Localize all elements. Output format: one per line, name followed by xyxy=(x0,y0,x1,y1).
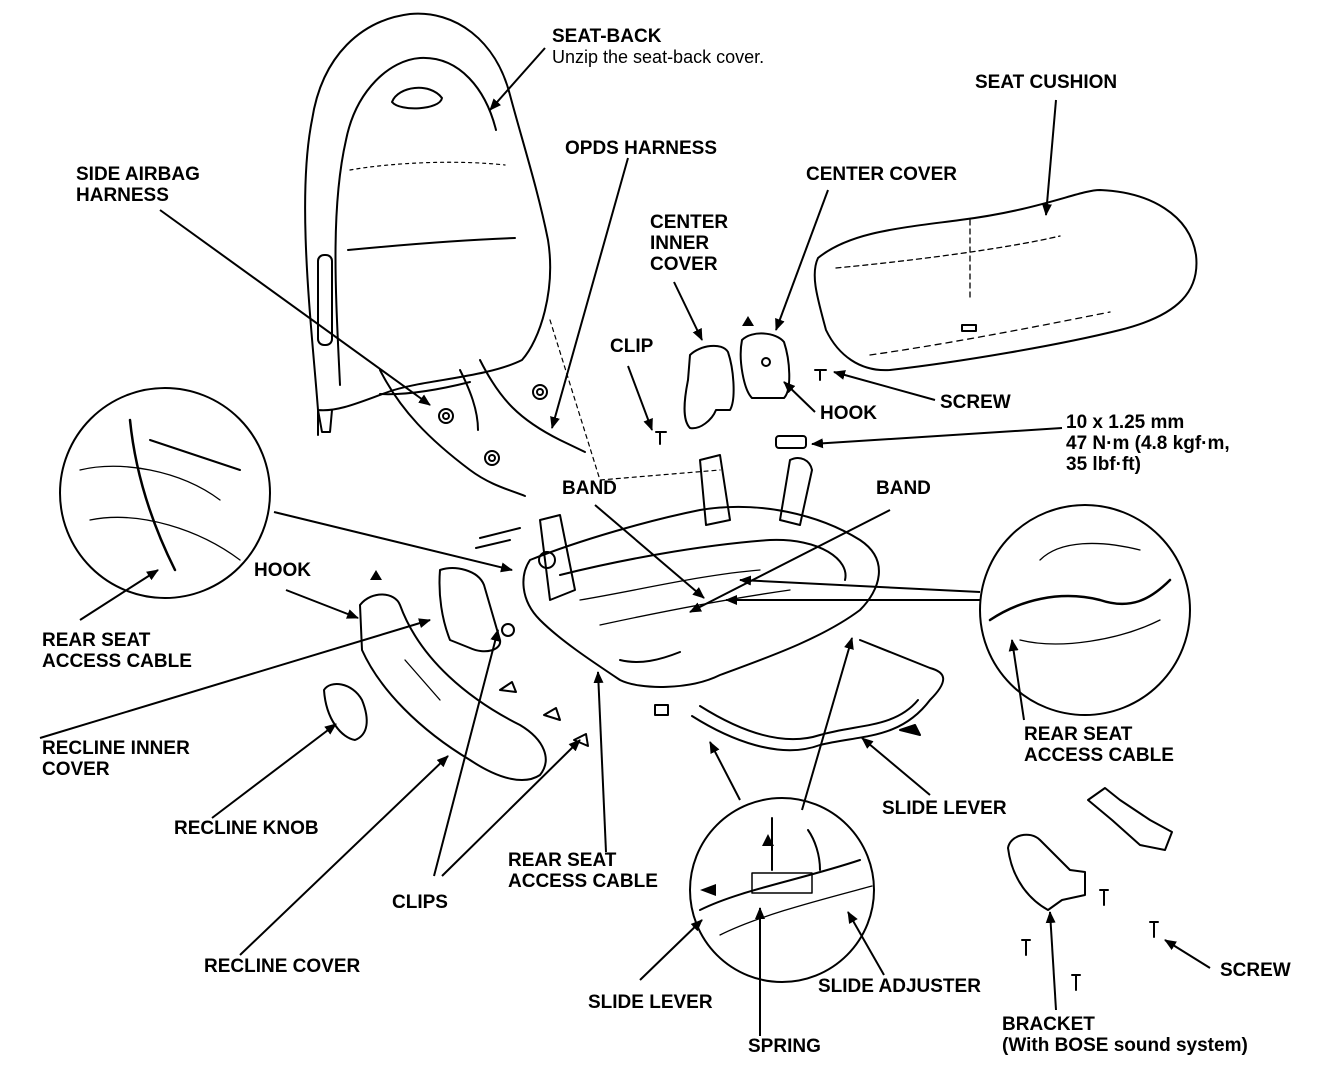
label-rear-cable-right-line1: REAR SEAT xyxy=(1024,724,1133,745)
label-center-inner-line3: COVER xyxy=(650,254,718,275)
label-recline-inner-cover: RECLINE INNER COVER xyxy=(42,738,190,780)
leader-lines xyxy=(39,47,1211,1036)
label-torque-line3: 35 lbf·ft) xyxy=(1066,454,1141,475)
center-covers-shape xyxy=(655,332,827,445)
label-side-airbag-harness: SIDE AIRBAG HARNESS xyxy=(76,164,200,206)
label-recline-inner-line1: RECLINE INNER xyxy=(42,738,190,759)
label-clips: CLIPS xyxy=(392,892,448,913)
label-clip: CLIP xyxy=(610,336,654,357)
label-slide-adjuster: SLIDE ADJUSTER xyxy=(818,976,981,997)
label-rear-cable-left-line2: ACCESS CABLE xyxy=(42,651,192,672)
label-recline-knob: RECLINE KNOB xyxy=(174,818,319,839)
label-band-right: BAND xyxy=(876,478,931,499)
label-center-cover: CENTER COVER xyxy=(806,164,957,185)
label-slide-lever-right: SLIDE LEVER xyxy=(882,798,1007,819)
label-seat-back-note: Unzip the seat-back cover. xyxy=(552,47,765,67)
label-center-inner-line2: INNER xyxy=(650,233,710,254)
label-torque-line1: 10 x 1.25 mm xyxy=(1066,412,1185,433)
label-rear-seat-access-cable-right: REAR SEAT ACCESS CABLE xyxy=(1024,724,1174,766)
label-center-inner-cover: CENTER INNER COVER xyxy=(650,212,728,275)
label-bracket-line1: BRACKET xyxy=(1002,1014,1095,1035)
label-slide-lever-bottom: SLIDE LEVER xyxy=(588,992,713,1013)
label-torque-spec: 10 x 1.25 mm 47 N·m (4.8 kgf·m, 35 lbf·f… xyxy=(1066,412,1230,475)
label-rear-cable-left-line1: REAR SEAT xyxy=(42,630,151,651)
label-screw-bottom: SCREW xyxy=(1220,960,1291,981)
recline-covers-shape xyxy=(323,567,589,781)
label-rear-cable-mid-line2: ACCESS CABLE xyxy=(508,871,658,892)
slide-lever-shape xyxy=(691,639,945,752)
label-bracket: BRACKET (With BOSE sound system) xyxy=(1002,1014,1248,1056)
seat-cushion-shape xyxy=(813,189,1198,372)
label-spring: SPRING xyxy=(748,1036,821,1057)
label-side-airbag-line2: HARNESS xyxy=(76,185,169,206)
label-torque-line2: 47 N·m (4.8 kgf·m, xyxy=(1066,433,1230,454)
label-rear-cable-mid-line1: REAR SEAT xyxy=(508,850,617,871)
label-rear-cable-right-line2: ACCESS CABLE xyxy=(1024,745,1174,766)
label-center-inner-line1: CENTER xyxy=(650,212,729,233)
label-opds-harness: OPDS HARNESS xyxy=(565,138,718,159)
label-hook-center: HOOK xyxy=(820,403,877,424)
label-recline-inner-line2: COVER xyxy=(42,759,110,780)
harness-shapes xyxy=(379,359,586,497)
detail-circles xyxy=(59,387,1191,983)
label-side-airbag-line1: SIDE AIRBAG xyxy=(76,164,200,185)
seat-frame-shape xyxy=(475,435,880,716)
label-recline-cover: RECLINE COVER xyxy=(204,956,361,977)
label-hook-left: HOOK xyxy=(254,560,311,581)
seat-back-shape xyxy=(304,12,552,436)
brackets-shape xyxy=(1007,787,1173,991)
label-seat-back: SEAT-BACK xyxy=(552,26,662,47)
label-band-left: BAND xyxy=(562,478,617,499)
label-rear-seat-access-cable-mid: REAR SEAT ACCESS CABLE xyxy=(508,850,658,892)
label-screw-top: SCREW xyxy=(940,392,1011,413)
label-seat-cushion: SEAT CUSHION xyxy=(975,72,1118,93)
label-rear-seat-access-cable-left: REAR SEAT ACCESS CABLE xyxy=(42,630,192,672)
label-bracket-line2: (With BOSE sound system) xyxy=(1002,1035,1248,1056)
